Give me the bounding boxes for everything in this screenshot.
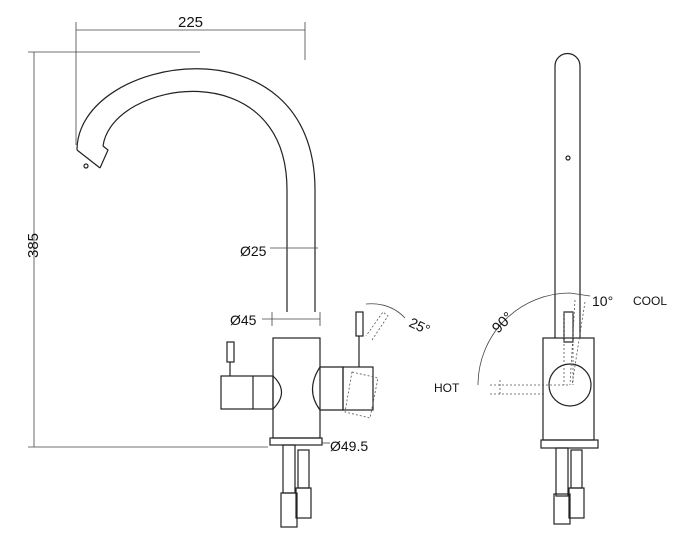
base-diameter-label: Ø49.5 [330, 438, 368, 454]
side-view: 90° 10° COOL HOT [434, 52, 667, 525]
hot-label: HOT [434, 381, 460, 395]
cool-label: COOL [633, 294, 667, 308]
front-angle-label: 25° [407, 314, 433, 337]
height-dimension: 385 [25, 51, 268, 448]
reach-label: 225 [178, 14, 203, 31]
reach-dimension: 225 [75, 14, 306, 145]
spout-diameter-label: Ø25 [240, 243, 267, 259]
front-view: Ø25 Ø45 25° Ø49.5 [76, 68, 433, 528]
height-label: 385 [25, 233, 42, 258]
body-diameter-label: Ø45 [230, 312, 257, 328]
cool-angle-label: 10° [592, 293, 613, 309]
